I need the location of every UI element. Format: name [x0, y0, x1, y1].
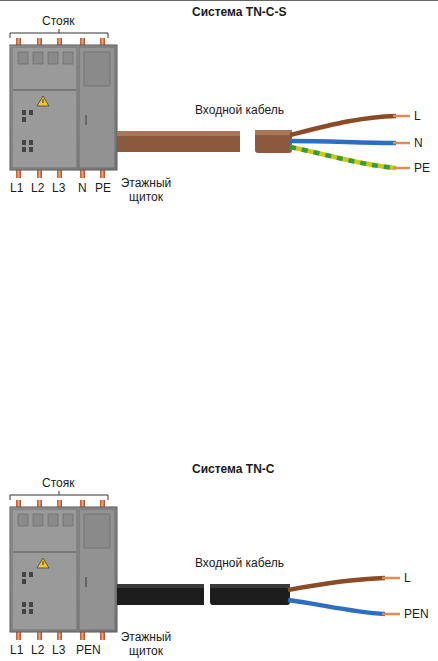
wire-label: L	[404, 571, 411, 585]
panel-label: Этажный щиток	[118, 176, 174, 204]
terminal-label: L2	[31, 181, 44, 195]
terminal-label: N	[78, 181, 87, 195]
wire-label: N	[414, 136, 423, 150]
terminal-label: L1	[10, 643, 23, 657]
terminal-label: L2	[31, 643, 44, 657]
cable-label: Входной кабель	[195, 103, 284, 117]
terminal-label: PEN	[76, 643, 101, 657]
wire-label: L	[414, 109, 421, 123]
riser-label: Стояк	[42, 14, 74, 28]
panel-title: Система TN-C-S	[192, 5, 287, 19]
terminal-label: L1	[10, 181, 23, 195]
riser-label: Стояк	[42, 476, 74, 490]
terminal-label: L3	[52, 181, 65, 195]
wire-label: PEN	[404, 607, 429, 621]
terminal-label: L3	[52, 643, 65, 657]
wire-label: PE	[414, 161, 430, 175]
panel-label: Этажный щиток	[118, 630, 174, 658]
panel-title: Система TN-C	[192, 462, 275, 476]
terminal-label: PE	[95, 181, 111, 195]
cable-label: Входной кабель	[195, 556, 284, 570]
